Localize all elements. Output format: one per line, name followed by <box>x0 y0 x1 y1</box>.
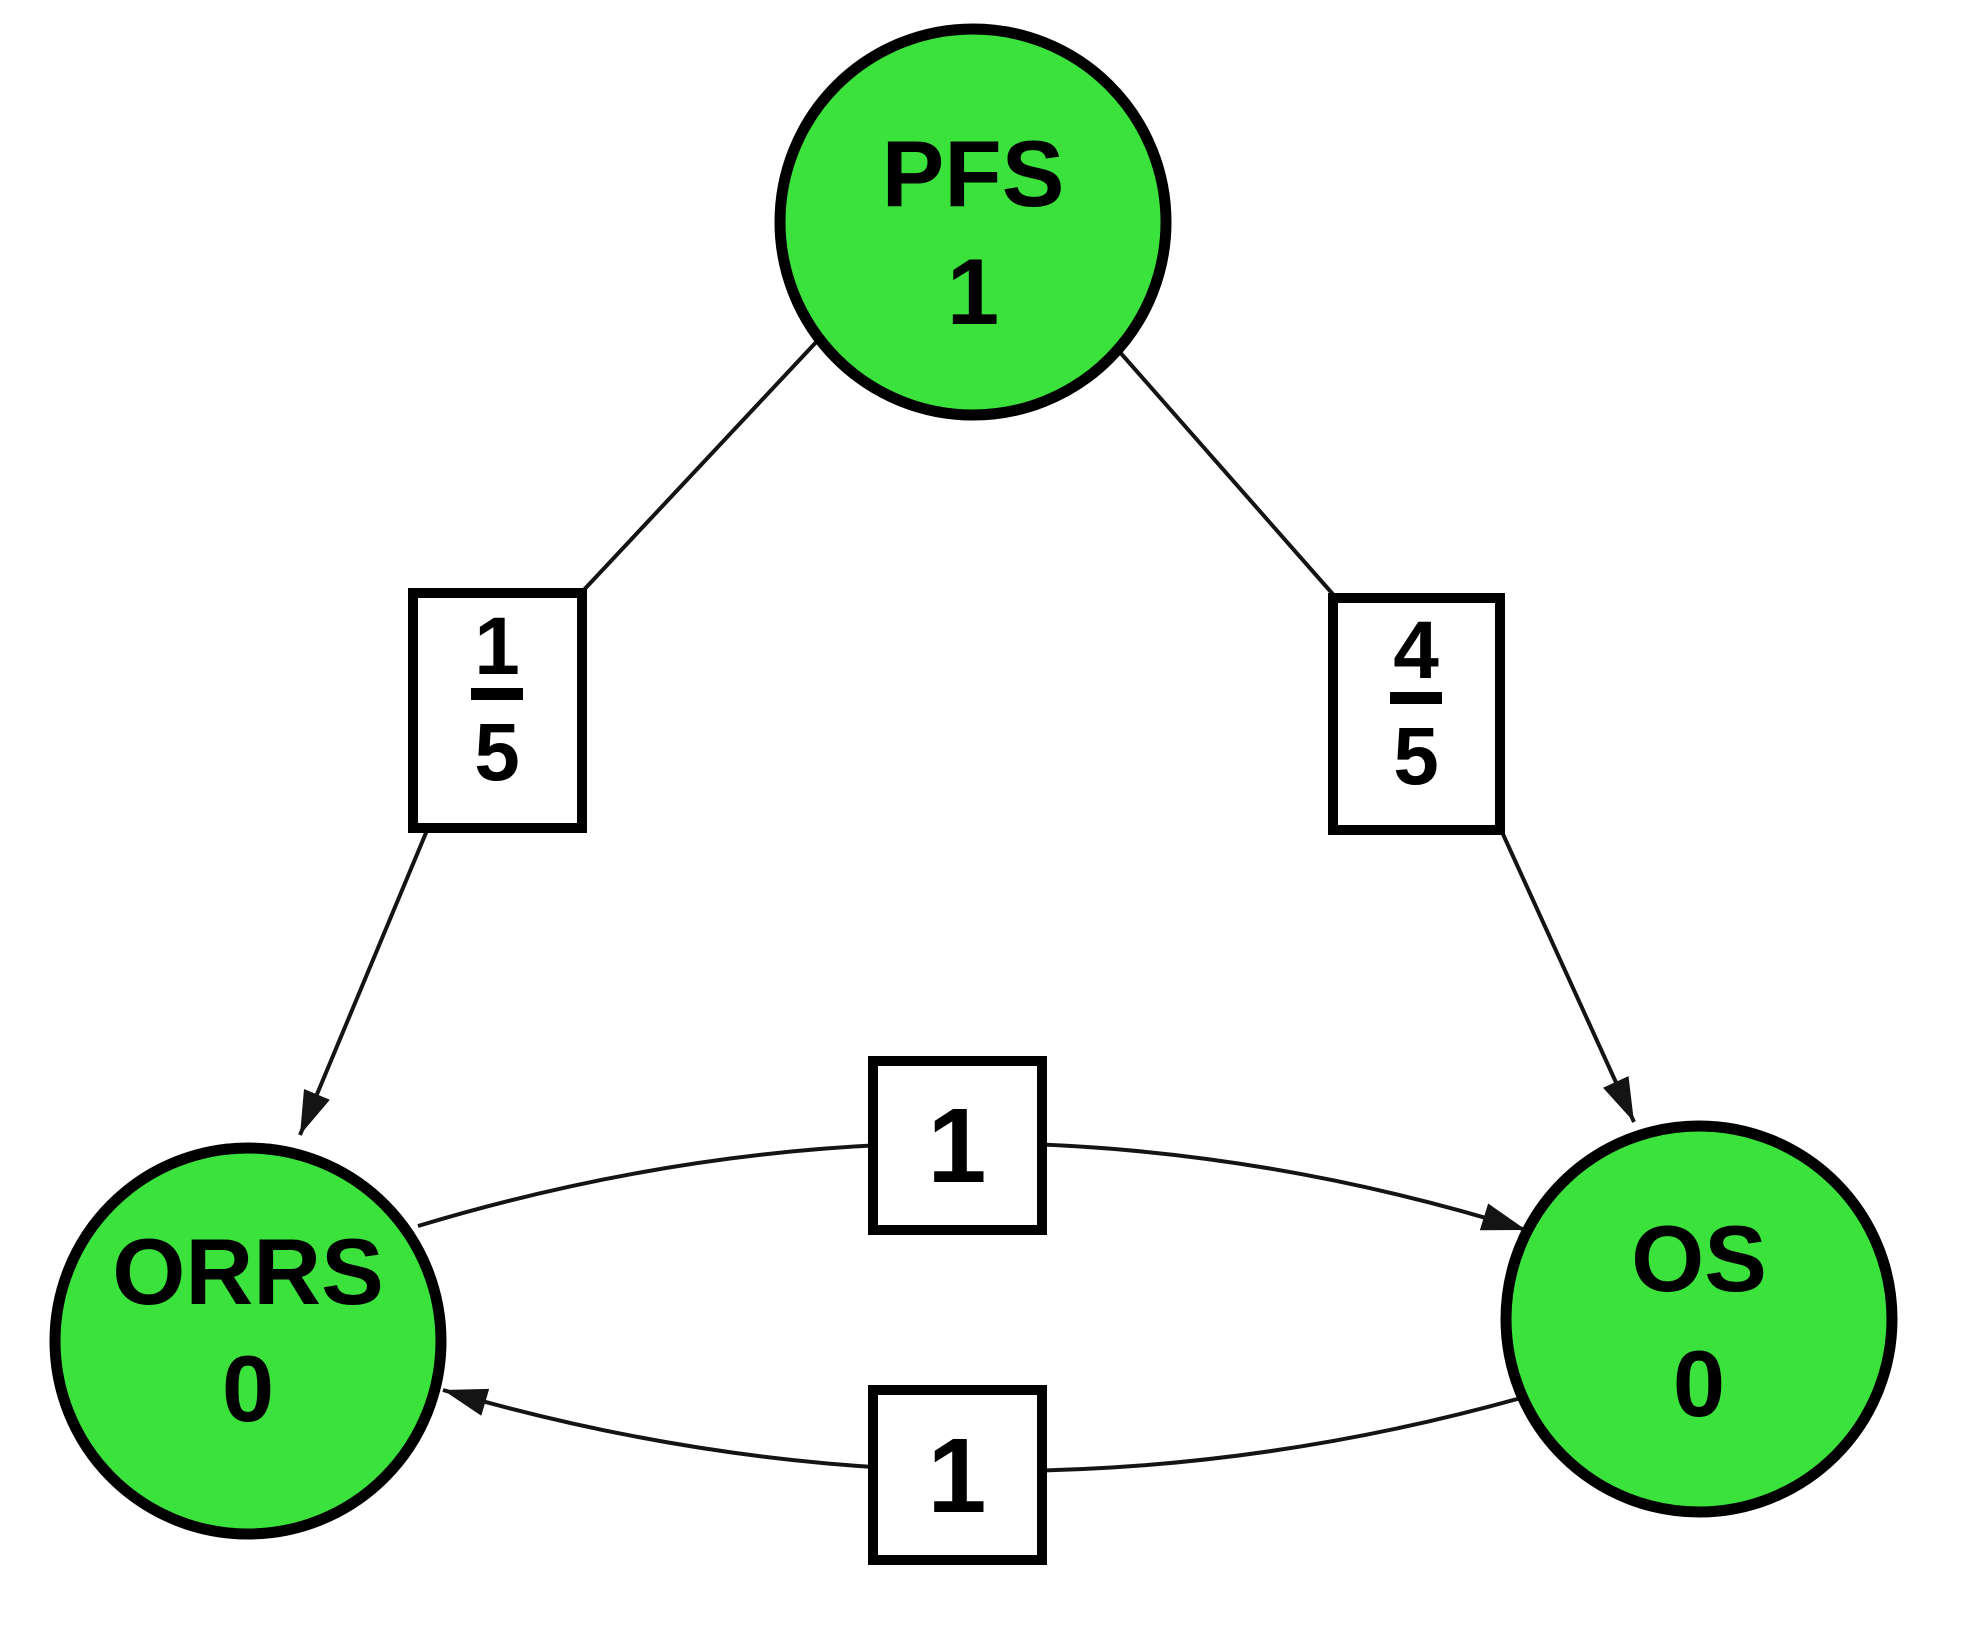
fraction-bar <box>471 688 523 700</box>
fraction-numerator: 1 <box>474 601 520 692</box>
fraction-denominator: 5 <box>1393 711 1439 802</box>
fraction-denominator: 5 <box>474 707 520 798</box>
probability-box-os-orrs: 1 <box>868 1385 1047 1565</box>
probability-label: 1 <box>928 1417 987 1535</box>
edge-pfs-os-upper-segment <box>1116 348 1340 602</box>
node-orrs: ORRS 0 <box>49 1142 447 1540</box>
pfs-label: PFS <box>882 121 1065 226</box>
pfs-value: 1 <box>947 239 999 344</box>
edge-pfs-to-orrs <box>298 336 822 1136</box>
os-value: 0 <box>1673 1331 1725 1436</box>
node-os: OS 0 <box>1500 1120 1898 1518</box>
fraction-box <box>1328 593 1505 835</box>
probability-box <box>868 1056 1047 1235</box>
os-circle <box>1500 1120 1898 1518</box>
edge-pfs-orrs-lower-segment-arrow <box>298 827 430 1136</box>
probability-box-orrs-os: 1 <box>868 1056 1047 1235</box>
probability-box-pfs-orrs: 1 5 <box>408 588 587 833</box>
orrs-circle <box>49 1142 447 1540</box>
probability-box <box>868 1385 1047 1565</box>
edge-pfs-os-lower-segment-arrow <box>1500 831 1636 1123</box>
probability-box-pfs-os: 4 5 <box>1328 593 1505 835</box>
edge-pfs-orrs-upper-segment <box>578 336 822 596</box>
os-label: OS <box>1631 1206 1767 1311</box>
fraction-box <box>408 588 587 833</box>
fraction-numerator: 4 <box>1393 605 1439 696</box>
orrs-value: 0 <box>222 1336 274 1441</box>
pfs-circle <box>774 23 1172 421</box>
fraction-bar <box>1390 692 1442 704</box>
probability-label: 1 <box>928 1087 987 1205</box>
orrs-label: ORRS <box>112 1219 384 1324</box>
node-pfs: PFS 1 <box>774 23 1172 421</box>
edge-pfs-to-os <box>1116 348 1636 1123</box>
